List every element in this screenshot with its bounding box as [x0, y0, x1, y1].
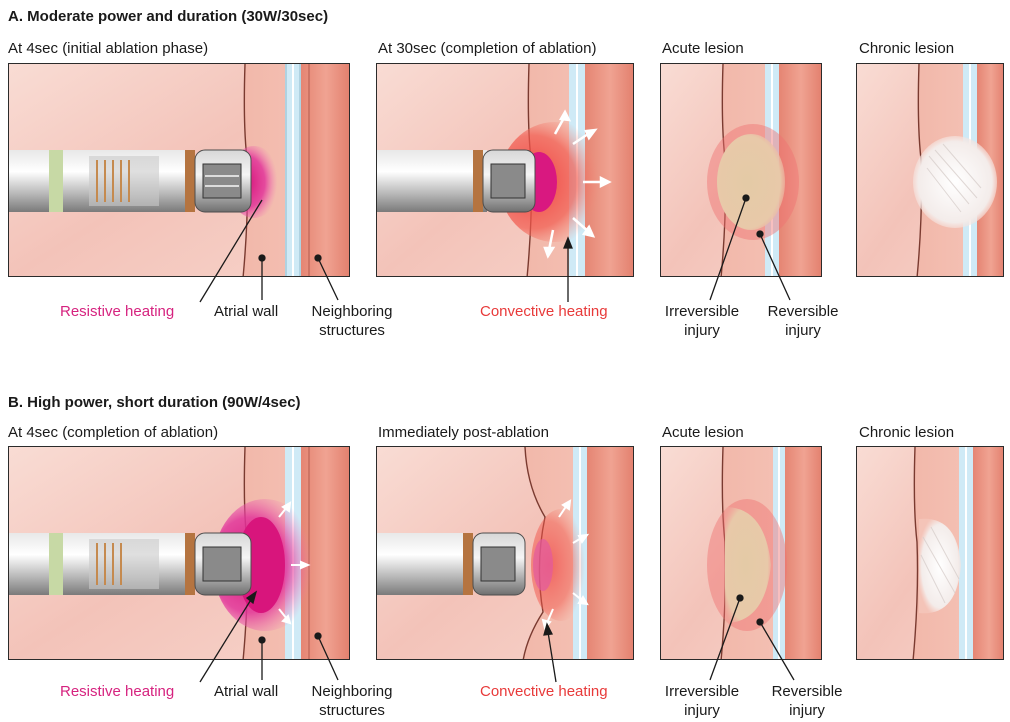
- reversible-line2-b: injury: [762, 701, 852, 720]
- reversible-line1-a: Reversible: [758, 302, 848, 321]
- panel-b3-illustration: [660, 446, 822, 660]
- irreversible-line2-b: injury: [656, 701, 748, 720]
- irreversible-line2-a: injury: [656, 321, 748, 340]
- reversible-injury-label-a: Reversible injury: [758, 302, 848, 340]
- panel-a2-illustration: [376, 63, 634, 277]
- resistive-heating-label-a: Resistive heating: [60, 302, 174, 321]
- reversible-injury-label-b: Reversible injury: [762, 682, 852, 720]
- reversible-line1-b: Reversible: [762, 682, 852, 701]
- panel-b2-illustration: [376, 446, 634, 660]
- reversible-line2-a: injury: [758, 321, 848, 340]
- atrial-wall-label-b: Atrial wall: [214, 682, 278, 701]
- panel-b2-caption: Immediately post-ablation: [378, 424, 549, 441]
- section-b-title: B. High power, short duration (90W/4sec): [8, 394, 301, 411]
- panel-b3-caption: Acute lesion: [662, 424, 744, 441]
- panel-b4-caption: Chronic lesion: [859, 424, 954, 441]
- panel-a4-illustration: [856, 63, 1004, 277]
- neighboring-line1-b: Neighboring: [300, 682, 404, 701]
- panel-a2-caption: At 30sec (completion of ablation): [378, 40, 596, 57]
- resistive-heating-label-b: Resistive heating: [60, 682, 174, 701]
- irreversible-line1-a: Irreversible: [656, 302, 748, 321]
- panel-b1-caption: At 4sec (completion of ablation): [8, 424, 218, 441]
- panel-a3-illustration: [660, 63, 822, 277]
- atrial-wall-label-a: Atrial wall: [214, 302, 278, 321]
- neighboring-line2-b: structures: [300, 701, 404, 720]
- irreversible-injury-label-b: Irreversible injury: [656, 682, 748, 720]
- panel-b1-illustration: [8, 446, 350, 660]
- neighboring-structures-label-b: Neighboring structures: [300, 682, 404, 720]
- panel-a4-caption: Chronic lesion: [859, 40, 954, 57]
- irreversible-line1-b: Irreversible: [656, 682, 748, 701]
- convective-heating-label-b: Convective heating: [480, 682, 608, 701]
- convective-heating-label-a: Convective heating: [480, 302, 608, 321]
- neighboring-line2-a: structures: [300, 321, 404, 340]
- section-a-title: A. Moderate power and duration (30W/30se…: [8, 8, 328, 25]
- panel-a1-illustration: [8, 63, 350, 277]
- panel-b4-illustration: [856, 446, 1004, 660]
- irreversible-injury-label-a: Irreversible injury: [656, 302, 748, 340]
- panel-a3-caption: Acute lesion: [662, 40, 744, 57]
- neighboring-line1-a: Neighboring: [300, 302, 404, 321]
- panel-a1-caption: At 4sec (initial ablation phase): [8, 40, 208, 57]
- neighboring-structures-label-a: Neighboring structures: [300, 302, 404, 340]
